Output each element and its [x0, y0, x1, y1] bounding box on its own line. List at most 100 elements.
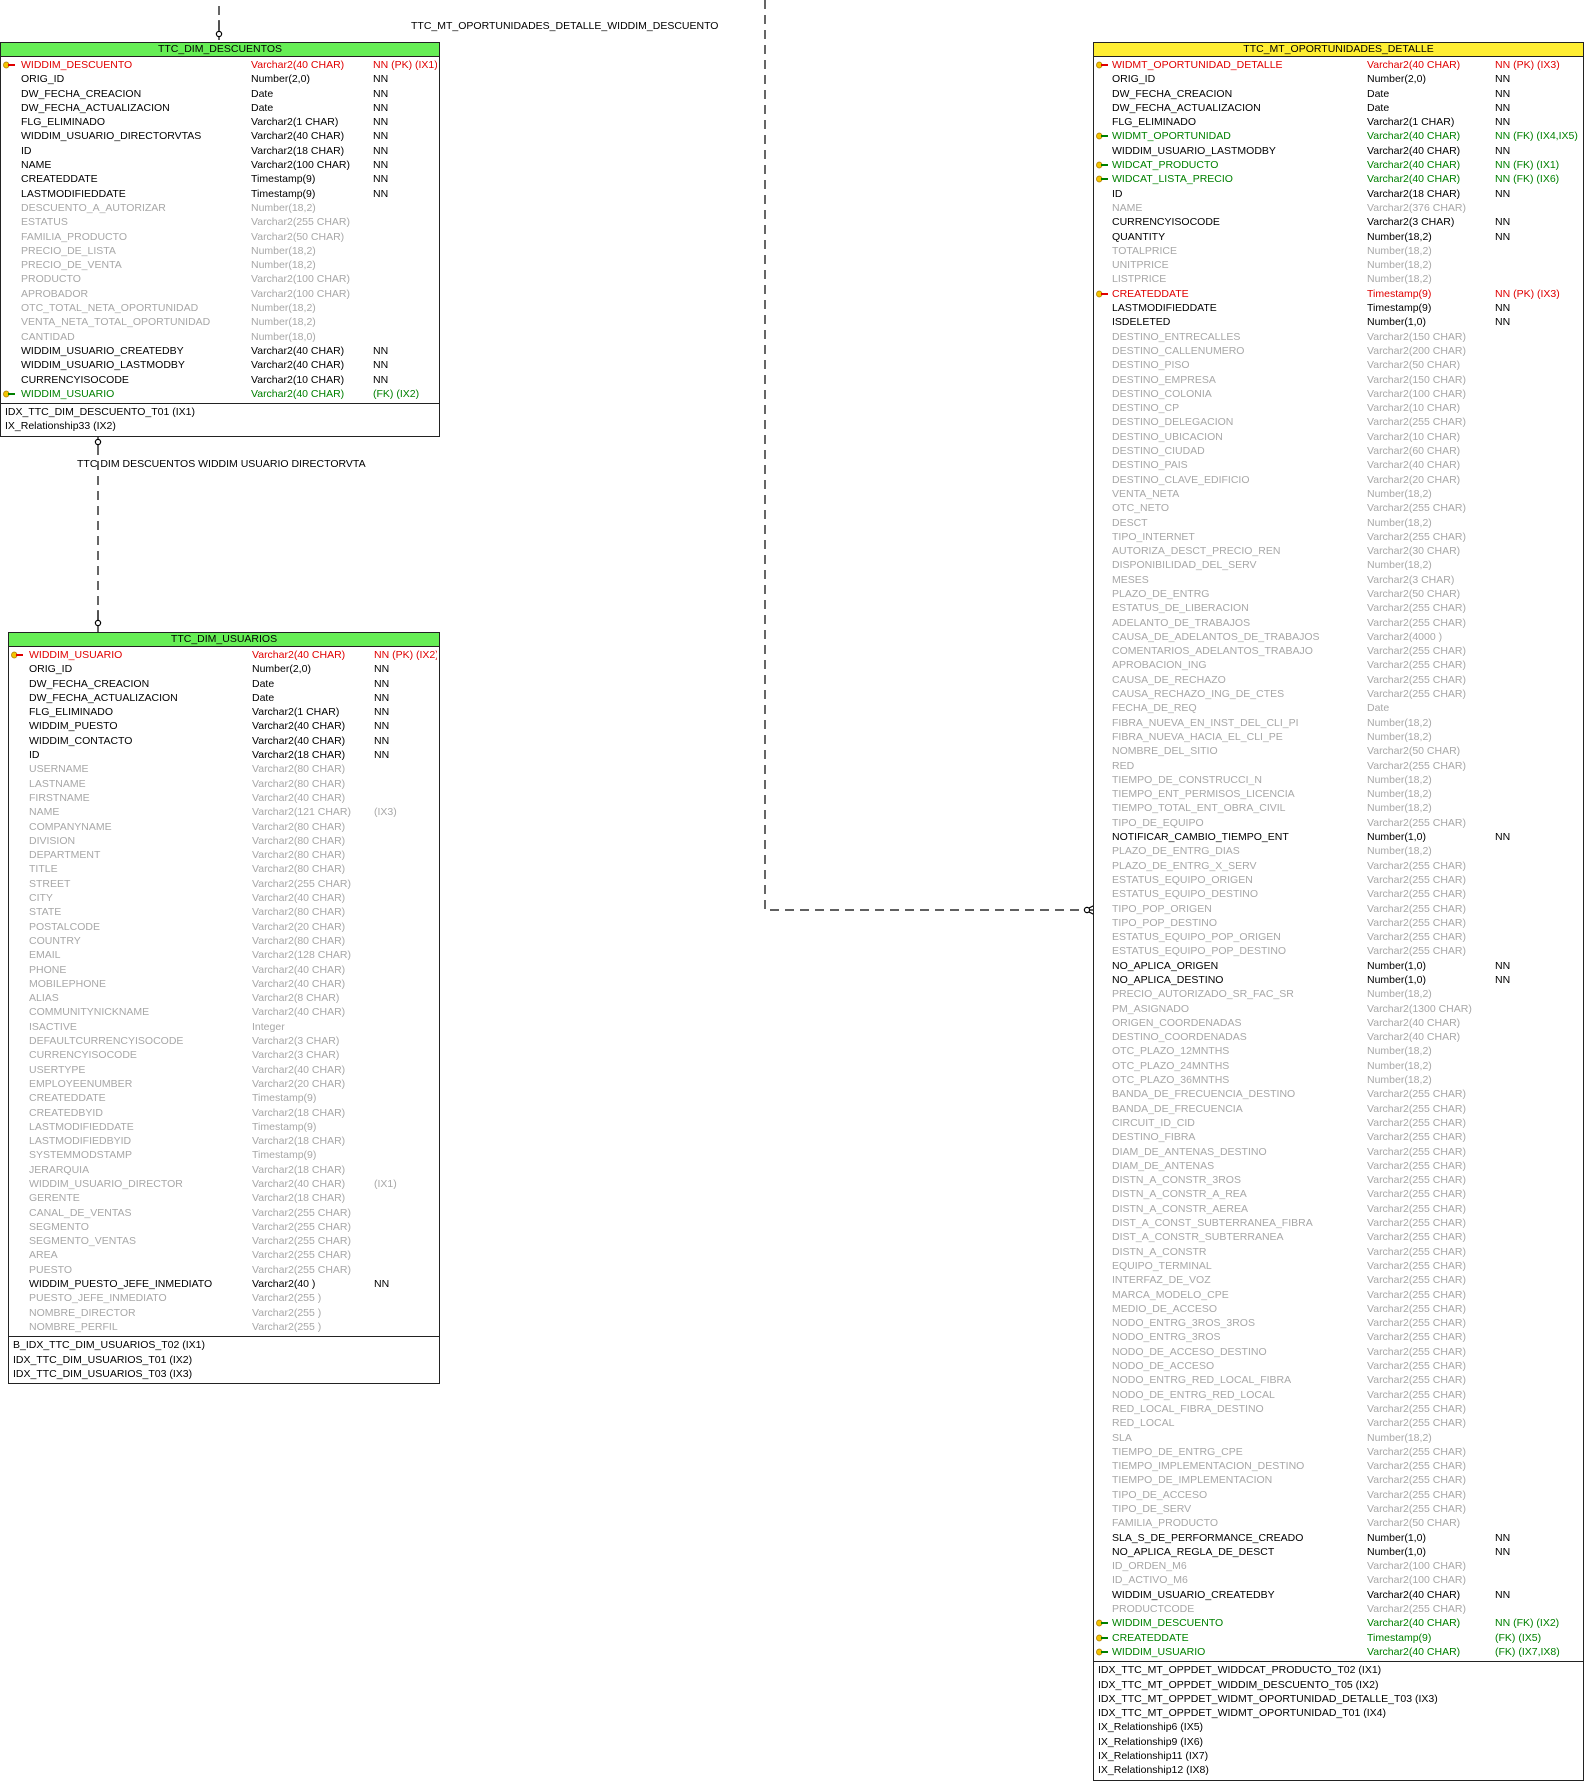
table-ttc-mt-oportunidades-detalle[interactable]: TTC_MT_OPORTUNIDADES_DETALLE WIDMT_OPORT… — [1093, 42, 1584, 1781]
